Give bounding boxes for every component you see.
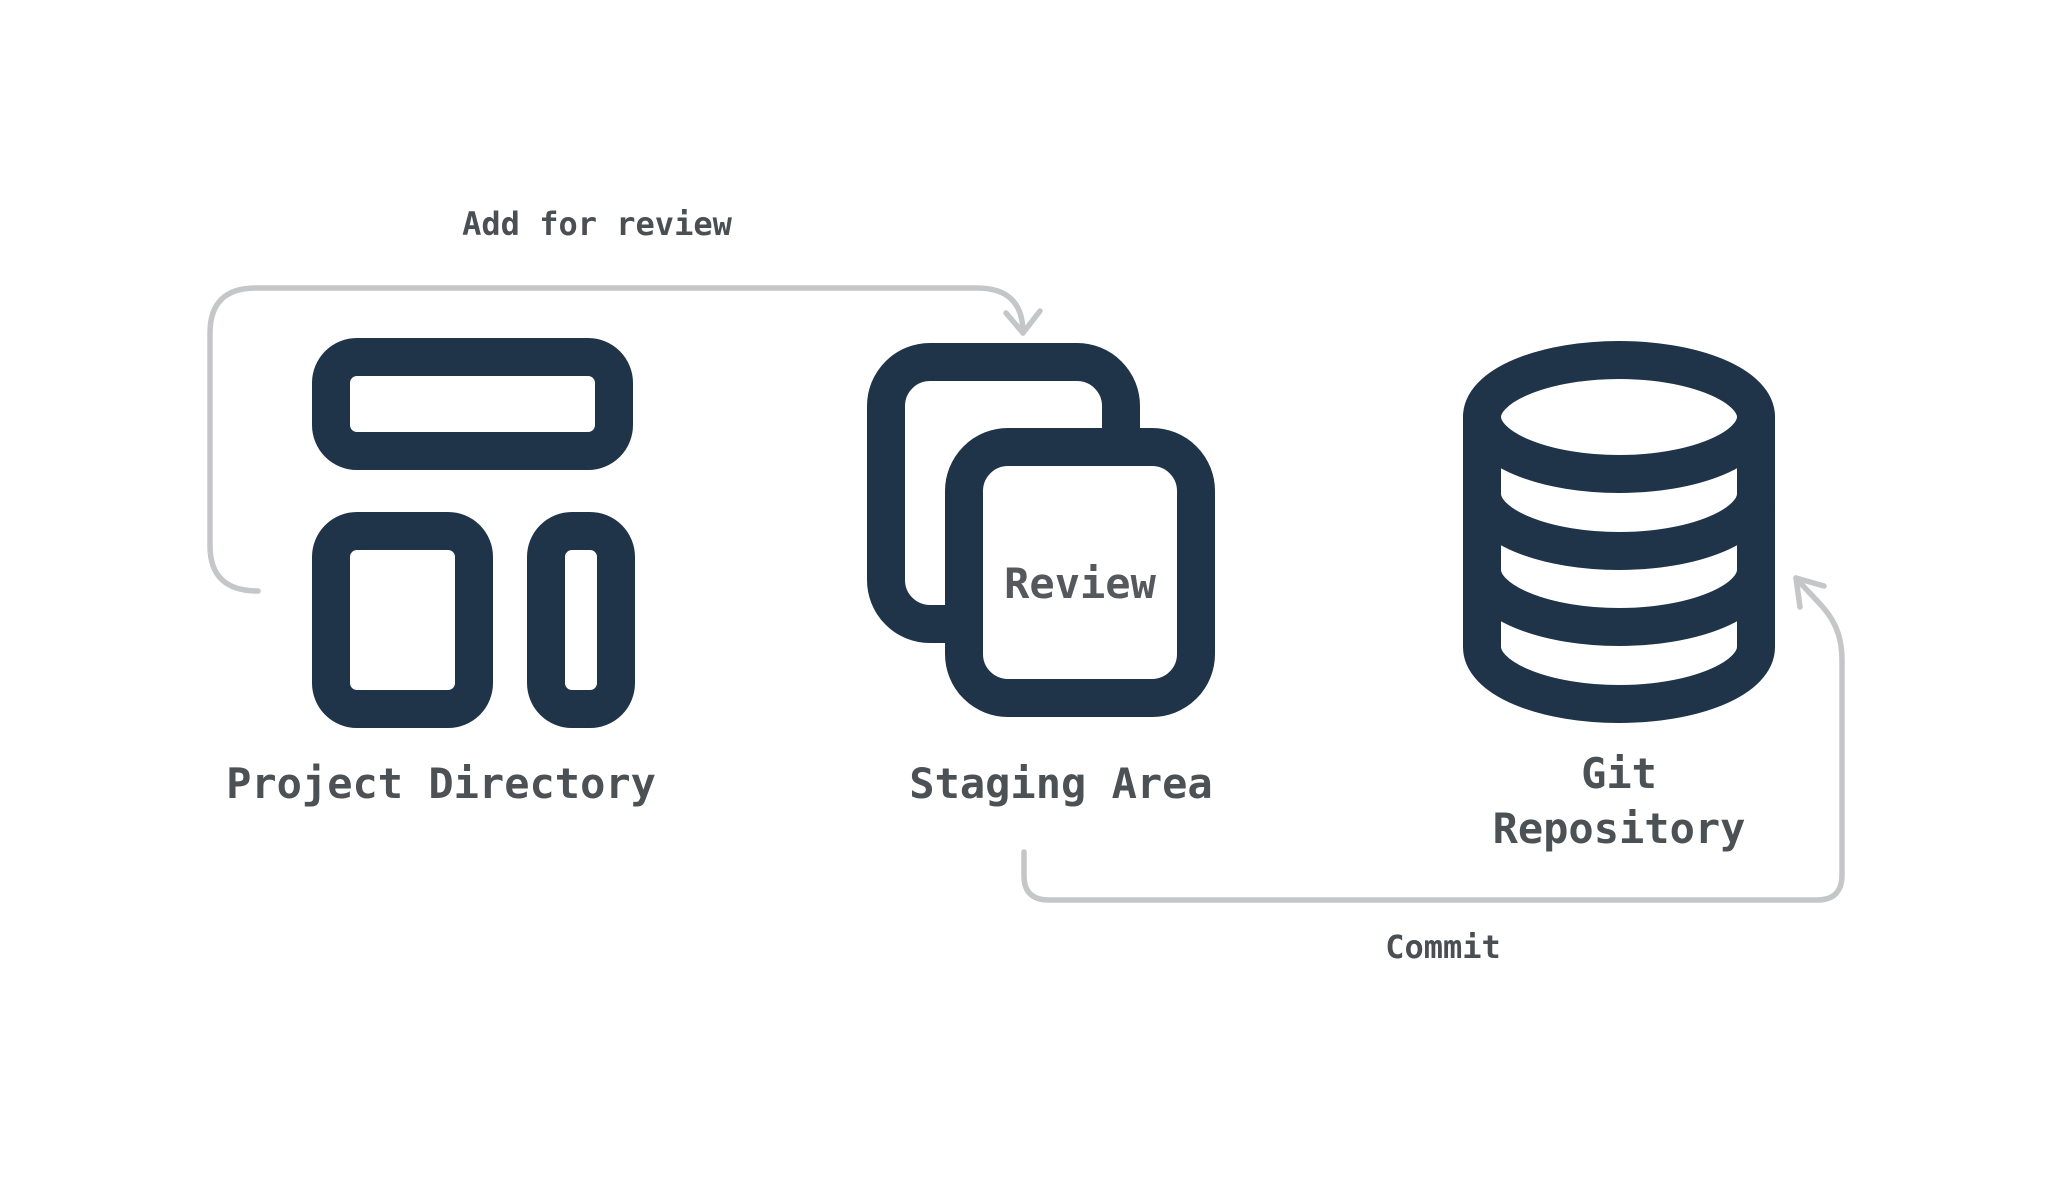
layout-top-panel [312,338,633,470]
database-body [1463,398,1775,723]
staging-review-badge: Review [1004,559,1156,608]
add-for-review-arrow [207,285,1043,594]
layout-icon [312,338,635,728]
edge-label-commit: Commit [1385,928,1501,966]
node-label-staging-area: Staging Area [909,759,1213,808]
add-for-review-arrowhead-icon [1003,308,1043,336]
database-band-2 [1463,551,1775,646]
layout-bottom-right-panel [527,512,635,728]
database-icon [1463,341,1775,723]
node-label-git-repository: Git Repository [1492,749,1746,853]
add-for-review-arrow-line [207,285,1026,594]
commit-arrow-line [1021,575,1845,903]
front-file-shape [945,428,1215,717]
commit-arrowhead-icon [1793,575,1827,610]
database-band-1 [1463,475,1775,570]
layout-bottom-left-panel [312,512,493,728]
overlapping-files-icon [867,343,1215,717]
commit-arrow [1021,575,1845,903]
edge-label-add-for-review: Add for review [462,205,732,243]
node-label-project-directory: Project Directory [226,759,656,808]
database-top-ellipse [1463,341,1775,493]
